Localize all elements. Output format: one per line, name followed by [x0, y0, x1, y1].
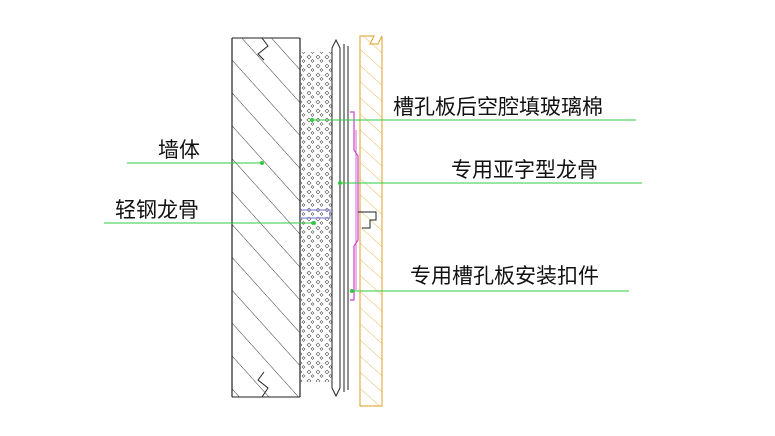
slotted-board	[359, 35, 383, 407]
leader-dot-wall	[260, 161, 264, 165]
wall-body	[231, 37, 301, 398]
keel-plates	[331, 38, 349, 398]
leader-dot-light-steel-keel	[312, 221, 316, 225]
mount-clip	[350, 111, 359, 301]
leader-lines	[104, 118, 642, 293]
leader-dot-mount-clip	[350, 289, 354, 293]
light-steel-keel	[300, 209, 377, 229]
label-light-steel-keel: 轻钢龙骨	[115, 198, 199, 222]
label-glass-wool: 槽孔板后空腔填玻璃棉	[393, 95, 603, 119]
label-wall: 墙体	[158, 138, 200, 162]
leader-dot-glass-wool	[310, 118, 314, 122]
glass-wool-fill	[300, 52, 332, 382]
leader-dot-keel-profile	[338, 181, 342, 185]
label-keel-profile: 专用亚字型龙骨	[451, 158, 598, 182]
label-mount-clip: 专用槽孔板安装扣件	[410, 264, 599, 288]
